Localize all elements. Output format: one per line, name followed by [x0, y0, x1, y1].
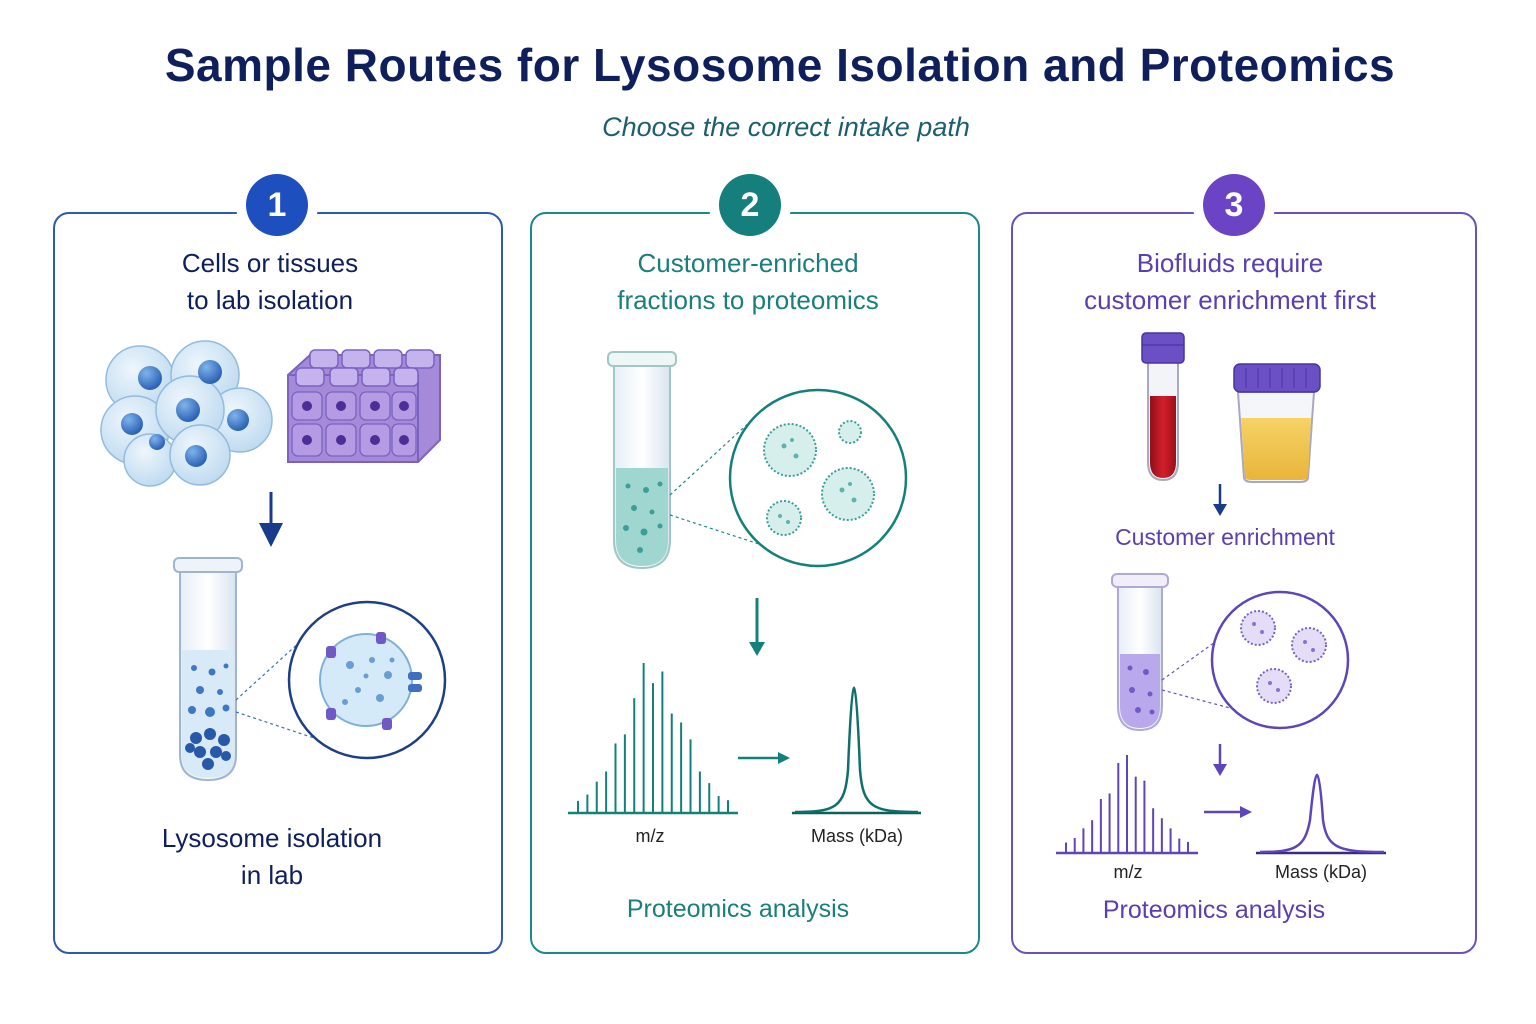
test-tube-icon: [173, 557, 243, 782]
mass-peak-icon: [1256, 773, 1386, 855]
vesicle-icon: [728, 388, 908, 568]
urine-cup-icon: [1233, 363, 1321, 483]
enrichment-step-label: Customer enrichment: [1115, 524, 1335, 550]
lysosome-icon: [287, 600, 447, 760]
mz-axis-label: m/z: [635, 826, 665, 846]
mass-spectrum-icon: [568, 663, 738, 815]
route-number-badge-3: 3: [1203, 174, 1265, 236]
route-panel-2: [530, 212, 980, 954]
vesicle-icon: [1210, 590, 1350, 730]
blood-tube-icon: [1141, 332, 1185, 482]
page-title: Sample Routes for Lysosome Isolation and…: [164, 39, 1396, 91]
route-heading-1: Cells or tissues to lab isolation: [181, 248, 359, 315]
route-caption-2: Proteomics analysis: [626, 895, 850, 923]
route-number-badge-2: 2: [719, 174, 781, 236]
route-panel-3: [1011, 212, 1477, 954]
mass-peak-icon: [792, 686, 921, 815]
mass-spectrum-icon: [1056, 755, 1198, 855]
mz-axis-label: m/z: [1113, 862, 1143, 882]
route-caption-3: Proteomics analysis: [1102, 896, 1326, 924]
page-subtitle: Choose the correct intake path: [602, 112, 970, 142]
route-heading-3: Biofluids require customer enrichment fi…: [1084, 248, 1376, 315]
route-heading-2: Customer-enriched fractions to proteomic…: [617, 248, 879, 315]
cell-cluster-icon: [100, 340, 273, 487]
route-panel-1: [53, 212, 503, 954]
mass-axis-label: Mass (kDa): [810, 826, 903, 846]
test-tube-icon: [607, 351, 677, 570]
route-number-badge-1: 1: [246, 174, 308, 236]
mass-axis-label: Mass (kDa): [1274, 862, 1367, 882]
tissue-block-icon: [287, 349, 441, 463]
route-caption-1: Lysosome isolation in lab: [161, 823, 383, 890]
test-tube-icon: [1111, 573, 1169, 732]
